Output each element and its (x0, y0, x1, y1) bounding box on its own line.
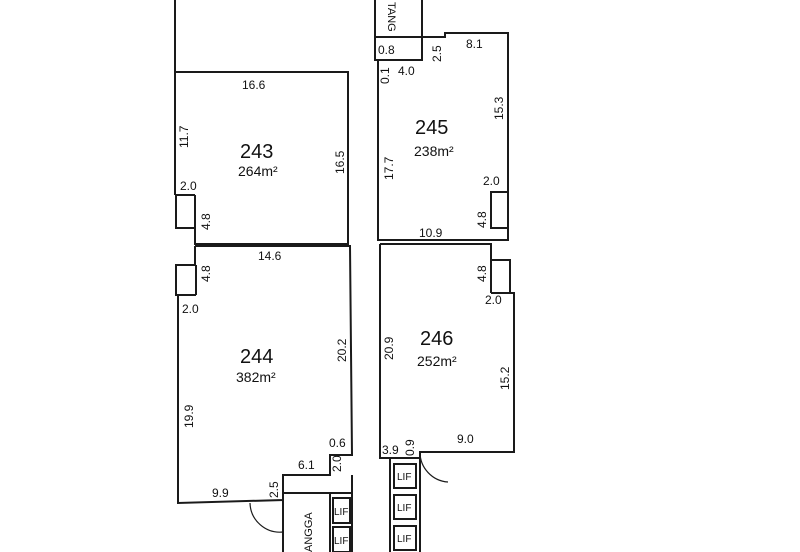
lift-box-right-1 (393, 463, 417, 489)
lot-243-number: 243 (240, 141, 273, 163)
lot-245-area: 238m² (414, 143, 454, 159)
dim-245-right: 15.3 (492, 96, 506, 120)
dim-244-right: 20.2 (335, 338, 349, 362)
dim-244-stair-depth: 2.5 (267, 481, 281, 498)
lift-box-left-2 (332, 526, 351, 552)
dim-243-step-depth: 4.8 (199, 213, 213, 230)
lif-label-left-2: LIF (334, 536, 348, 547)
dim-244-step-depth: 4.8 (199, 265, 213, 282)
dim-245-top: 8.1 (466, 37, 483, 51)
lot-244-number: 244 (240, 346, 273, 368)
lif-label-left-1: LIF (334, 507, 348, 518)
dim-245-inner: 4.0 (398, 64, 415, 78)
lif-label-right-2: LIF (397, 503, 411, 514)
lot-243-area: 264m² (238, 163, 278, 179)
dim-245-left-small: 0.1 (378, 67, 392, 84)
dim-246-left: 20.9 (382, 336, 396, 360)
dim-245-left: 17.7 (382, 156, 396, 180)
lot-246-area: 252m² (417, 353, 457, 369)
dim-244-notch-width: 6.1 (298, 458, 315, 472)
lif-label-right-3: LIF (397, 534, 411, 545)
dim-246-bottom-small: 0.9 (403, 439, 417, 456)
dim-243-top: 16.6 (242, 78, 266, 92)
dim-246-step-depth: 4.8 (475, 265, 489, 282)
dim-245-step-width: 2.0 (483, 174, 500, 188)
dim-244-step-width: 2.0 (182, 302, 199, 316)
dim-244-notch-depth: 2.0 (330, 455, 344, 472)
dim-244-bottom: 9.9 (212, 486, 229, 500)
dim-243-right: 16.5 (333, 150, 347, 174)
dim-245-step-depth: 4.8 (475, 211, 489, 228)
lot-244-area: 382m² (236, 369, 276, 385)
tangga-label-top: TANG (385, 2, 397, 32)
lot-246-outline (379, 243, 515, 459)
lot-245-number: 245 (415, 117, 448, 139)
left-stair-door-arc (249, 502, 284, 533)
dim-244-notch-small: 0.6 (329, 436, 346, 450)
dim-246-bottom-left: 3.9 (382, 443, 399, 457)
lift-box-right-3 (393, 525, 417, 551)
lot-246-number: 246 (420, 328, 453, 350)
dim-243-left: 11.7 (177, 125, 191, 148)
dim-245-top-small: 0.8 (378, 43, 395, 57)
lif-label-right-1: LIF (397, 472, 411, 483)
dim-244-top: 14.6 (258, 249, 282, 263)
dim-244-left: 19.9 (182, 404, 196, 428)
dim-245-top-step: 2.5 (430, 45, 444, 62)
lot-245-outline (374, 32, 509, 241)
dim-246-bottom: 9.0 (457, 432, 474, 446)
right-stair-door-arc (419, 451, 449, 483)
dim-246-step-width: 2.0 (485, 293, 502, 307)
dim-245-bottom: 10.9 (419, 226, 443, 240)
lot-243-outline (175, 71, 349, 245)
dim-243-step-width: 2.0 (180, 179, 197, 193)
tangga-label-bottom: ANGGA (303, 512, 315, 552)
lift-box-right-2 (393, 494, 417, 520)
dim-246-right: 15.2 (498, 366, 512, 390)
lift-box-left-1 (332, 497, 351, 524)
